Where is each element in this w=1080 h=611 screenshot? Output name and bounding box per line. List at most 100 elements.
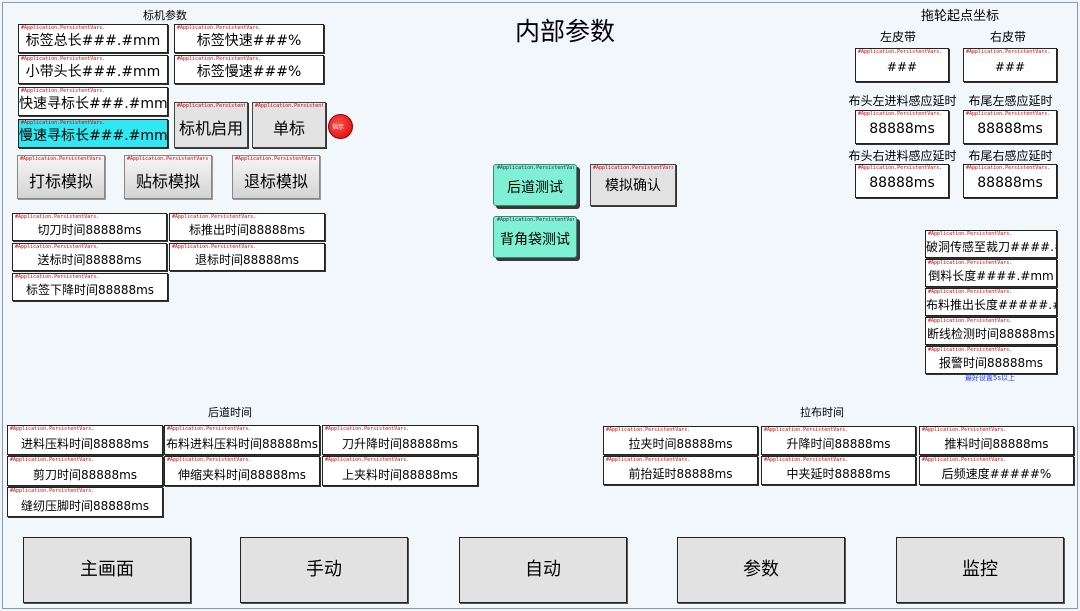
head-right-delay-field[interactable]: #Application.PersistentVars. 88888ms bbox=[855, 164, 949, 198]
field-value: 报警时间88888ms bbox=[938, 356, 1044, 370]
field-tag: #Application.PersistentVars. bbox=[764, 427, 849, 433]
field-value: 标推出时间88888ms bbox=[188, 223, 306, 237]
scissor-time-field[interactable]: #Application.PersistentVars. 剪刀时间88888ms bbox=[7, 456, 163, 486]
field-value: 升降时间88888ms bbox=[786, 437, 891, 451]
field-value: 断线检测时间88888ms bbox=[926, 327, 1056, 341]
field-tag: #Application.PersistentVars. bbox=[172, 244, 257, 250]
back-bag-test-button[interactable]: #Application.PersistentVars. 背角袋测试 bbox=[493, 216, 577, 258]
cut-time-field[interactable]: #Application.PersistentVars. 切刀时间88888ms bbox=[12, 213, 167, 241]
push-length-field[interactable]: #Application.PersistentVars. 布料推出长度#####… bbox=[925, 288, 1057, 316]
field-value: 拉夹时间88888ms bbox=[628, 437, 733, 451]
field-value: 88888ms bbox=[977, 121, 1043, 137]
sew-foot-time-field[interactable]: #Application.PersistentVars. 缝纫压脚时间88888… bbox=[7, 487, 163, 517]
button-label: 背角袋测试 bbox=[500, 232, 570, 248]
field-value: 标签总长###.#mm bbox=[25, 33, 161, 49]
label-down-time-field[interactable]: #Application.PersistentVars. 标签下降时间88888… bbox=[12, 273, 168, 301]
field-tag: #Application.PersistentVars. bbox=[10, 426, 95, 432]
cloth-feed-press-time-field[interactable]: #Application.PersistentVars. 布料进料压料时间888… bbox=[164, 425, 320, 455]
field-tag: #Application.PersistentVars. bbox=[606, 427, 691, 433]
nav-manual-button[interactable]: 手动 bbox=[240, 537, 408, 603]
field-tag: #Application.PersistentVars. bbox=[172, 214, 257, 220]
front-lift-delay-field[interactable]: #Application.PersistentVars. 前抬延时88888ms bbox=[603, 456, 758, 485]
field-value: ### bbox=[886, 60, 918, 74]
nav-auto-button[interactable]: 自动 bbox=[459, 537, 627, 603]
field-tag: #Application.PersistentVars. bbox=[858, 111, 943, 117]
field-value: 破洞传感至裁刀####.#mm bbox=[926, 240, 1056, 254]
field-tag: #Application.PersistentVars. bbox=[15, 214, 100, 220]
hole-sensor-distance-field[interactable]: #Application.PersistentVars. 破洞传感至裁刀####… bbox=[925, 230, 1057, 258]
field-value: 剪刀时间88888ms bbox=[32, 468, 138, 482]
field-tag: #Application.PersistentVars. bbox=[10, 457, 95, 463]
head-left-delay-field[interactable]: #Application.PersistentVars. 88888ms bbox=[855, 110, 949, 144]
field-tag: #Application.PersistentVars. bbox=[21, 120, 106, 126]
push-time-field[interactable]: #Application.PersistentVars. 推料时间88888ms bbox=[919, 426, 1074, 455]
alarm-note: 最好设置5s以上 bbox=[964, 374, 1016, 382]
field-tag: #Application.PersistentVars. bbox=[167, 426, 252, 432]
mid-clamp-delay-field[interactable]: #Application.PersistentVars. 中夹延时88888ms bbox=[761, 456, 916, 485]
field-value: 上夹料时间88888ms bbox=[341, 468, 459, 482]
field-value: 伸缩夹料时间88888ms bbox=[177, 468, 307, 482]
stretch-clamp-time-field[interactable]: #Application.PersistentVars. 伸缩夹料时间88888… bbox=[164, 456, 320, 486]
push-out-time-field[interactable]: #Application.PersistentVars. 标推出时间88888m… bbox=[169, 213, 325, 241]
upper-clamp-time-field[interactable]: #Application.PersistentVars. 上夹料时间88888m… bbox=[322, 456, 478, 486]
nav-main-button[interactable]: 主画面 bbox=[23, 537, 191, 603]
field-tag: #Application.PersistentVars. bbox=[966, 111, 1051, 117]
break-detect-time-field[interactable]: #Application.PersistentVars. 断线检测时间88888… bbox=[925, 317, 1057, 345]
button-tag: #Application.PersistentVars. bbox=[593, 165, 673, 171]
slow-seek-length-field[interactable]: #Application.PersistentVars. 慢速寻标长###.#m… bbox=[18, 119, 168, 148]
button-tag: #Application.PersistentVars. bbox=[255, 103, 323, 109]
head-right-delay-label: 布头右进料感应延时 bbox=[848, 149, 957, 163]
label-total-length-field[interactable]: #Application.PersistentVars. 标签总长###.#mm bbox=[18, 24, 168, 53]
rear-test-button[interactable]: #Application.PersistentVars. 后道测试 bbox=[493, 164, 577, 206]
field-tag: #Application.PersistentVars. bbox=[928, 289, 1013, 295]
field-tag: #Application.PersistentVars. bbox=[966, 49, 1051, 55]
knife-updown-time-field[interactable]: #Application.PersistentVars. 刀升降时间88888m… bbox=[322, 425, 478, 455]
field-value: 倒料长度####.#mm bbox=[928, 269, 1054, 283]
lift-time-field[interactable]: #Application.PersistentVars. 升降时间88888ms bbox=[761, 426, 916, 455]
nav-monitor-button[interactable]: 监控 bbox=[896, 537, 1064, 603]
nav-params-button[interactable]: 参数 bbox=[677, 537, 845, 603]
field-tag: #Application.PersistentVars. bbox=[928, 260, 1013, 266]
field-tag: #Application.PersistentVars. bbox=[928, 347, 1013, 353]
right-belt-label: 右皮带 bbox=[989, 30, 1026, 44]
section-label-params: 标机参数 bbox=[143, 9, 187, 22]
fold-length-field[interactable]: #Application.PersistentVars. 倒料长度####.#m… bbox=[925, 259, 1057, 287]
print-sim-button[interactable]: #Application.PersistentVars. 打标模拟 bbox=[17, 155, 105, 199]
retract-sim-button[interactable]: #Application.PersistentVars. 退标模拟 bbox=[232, 155, 320, 199]
alarm-time-field[interactable]: #Application.PersistentVars. 报警时间88888ms bbox=[925, 346, 1057, 374]
field-value: 中夹延时88888ms bbox=[786, 467, 891, 481]
field-value: 切刀时间88888ms bbox=[37, 223, 142, 237]
tail-left-delay-field[interactable]: #Application.PersistentVars. 88888ms bbox=[963, 110, 1057, 144]
fast-seek-length-field[interactable]: #Application.PersistentVars. 快速寻标长###.#m… bbox=[18, 87, 168, 116]
field-tag: #Application.PersistentVars. bbox=[922, 457, 1007, 463]
tail-right-delay-field[interactable]: #Application.PersistentVars. 88888ms bbox=[963, 164, 1057, 198]
right-belt-field[interactable]: #Application.PersistentVars. ### bbox=[963, 48, 1057, 82]
single-label-button[interactable]: #Application.PersistentVars. 单标 bbox=[252, 102, 326, 148]
retract-time-field[interactable]: #Application.PersistentVars. 退标时间88888ms bbox=[169, 243, 325, 271]
feed-time-field[interactable]: #Application.PersistentVars. 送标时间88888ms bbox=[12, 243, 167, 271]
field-tag: #Application.PersistentVars. bbox=[21, 88, 106, 94]
field-tag: #Application.PersistentVars. bbox=[15, 244, 100, 250]
button-label: 标机启用 bbox=[178, 119, 243, 138]
field-value: 标签快速###% bbox=[196, 33, 302, 49]
label-enable-button[interactable]: #Application.PersistentVars. 标机启用 bbox=[174, 102, 248, 148]
rear-freq-speed-field[interactable]: #Application.PersistentVars. 后频速度#####% bbox=[919, 456, 1074, 485]
label-fast-speed-field[interactable]: #Application.PersistentVars. 标签快速###% bbox=[174, 24, 324, 53]
section-roller-coords: 拖轮起点坐标 bbox=[920, 9, 999, 24]
feed-press-time-field[interactable]: #Application.PersistentVars. 进料压料时间88888… bbox=[7, 425, 163, 455]
pull-clamp-time-field[interactable]: #Application.PersistentVars. 拉夹时间88888ms bbox=[603, 426, 758, 455]
head-left-delay-label: 布头左进料感应延时 bbox=[848, 94, 957, 108]
paste-sim-button[interactable]: #Application.PersistentVars. 贴标模拟 bbox=[124, 155, 212, 199]
field-value: 88888ms bbox=[869, 121, 935, 137]
sim-confirm-button[interactable]: #Application.PersistentVars. 模拟确认 bbox=[590, 164, 676, 206]
page-title: 内部参数 bbox=[514, 17, 615, 46]
left-belt-field[interactable]: #Application.PersistentVars. ### bbox=[855, 48, 949, 82]
label-slow-speed-field[interactable]: #Application.PersistentVars. 标签慢速###% bbox=[174, 55, 324, 84]
field-tag: #Application.PersistentVars. bbox=[858, 49, 943, 55]
button-tag: #Application.PersistentVars. bbox=[127, 156, 209, 162]
field-value: 88888ms bbox=[869, 175, 935, 191]
field-value: 送标时间88888ms bbox=[37, 253, 142, 267]
field-value: 推料时间88888ms bbox=[944, 437, 1049, 451]
button-label: 后道测试 bbox=[507, 180, 563, 196]
small-head-length-field[interactable]: #Application.PersistentVars. 小带头长###.#mm bbox=[18, 55, 168, 84]
